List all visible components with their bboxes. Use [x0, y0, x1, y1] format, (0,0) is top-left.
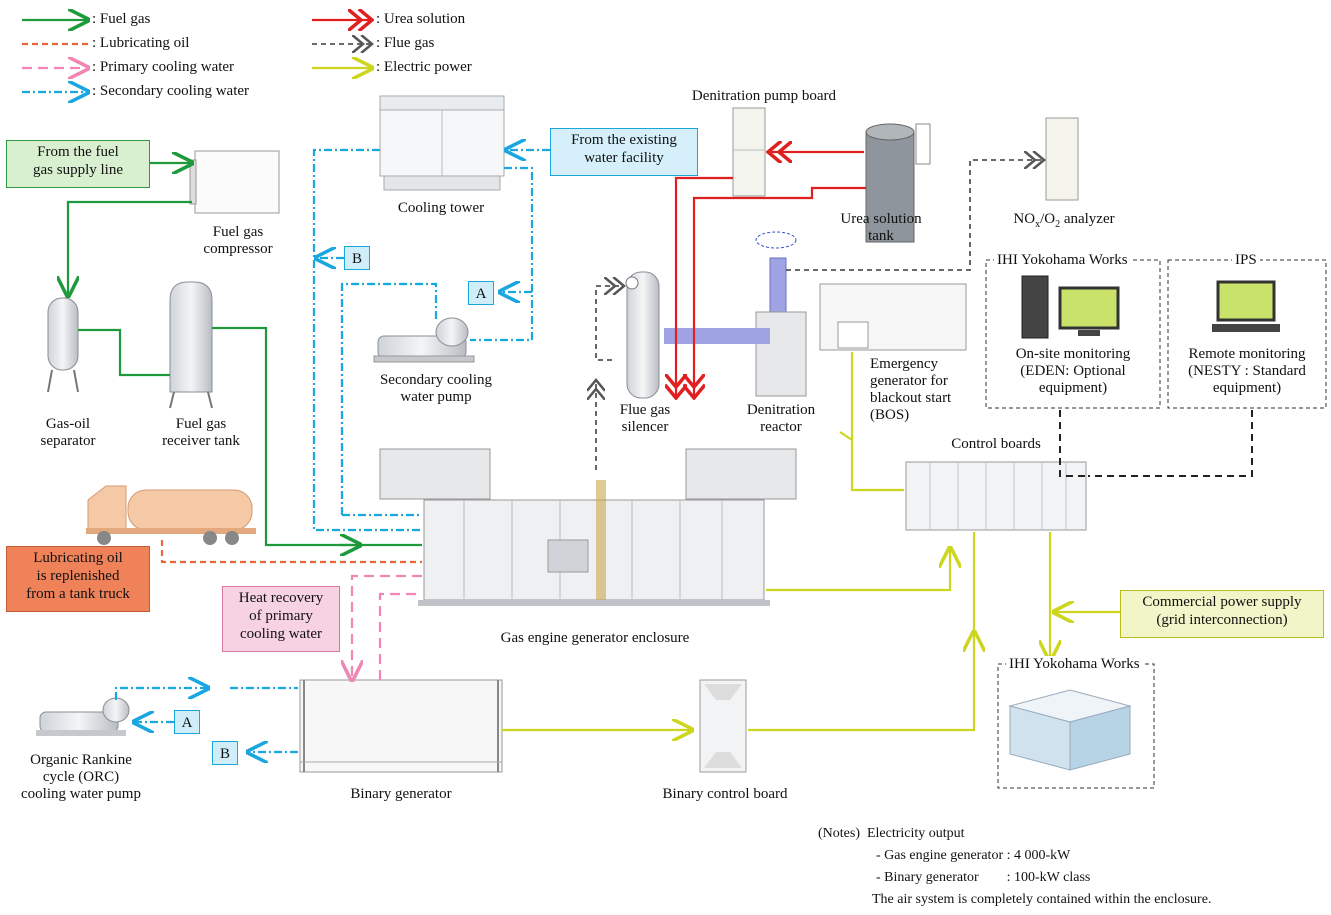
- legend-urea: : Urea solution: [376, 11, 466, 27]
- legend-fuel-gas: : Fuel gas: [92, 11, 151, 27]
- label-cooling-tower: Cooling tower: [397, 200, 485, 216]
- control-boards-icon: [905, 461, 1087, 531]
- marker-b-lower: B: [212, 741, 238, 765]
- denitration-pump-board-icon: [732, 107, 766, 197]
- callout-heat-recovery: Heat recovery of primary cooling water: [222, 586, 340, 652]
- urea-solution-flow: [676, 152, 866, 398]
- exhaust-cloud-icon: [755, 231, 797, 249]
- label-gas-engine-enclosure: Gas engine generator enclosure: [500, 630, 690, 646]
- label-fuel-gas-receiver-tank: Fuel gas receiver tank: [162, 416, 240, 449]
- onsite-monitor-icon: [1021, 275, 1120, 339]
- legend-secondary-cooling: : Secondary cooling water: [92, 83, 250, 99]
- fuel-gas-receiver-tank-icon: [169, 281, 213, 409]
- fuel-gas-flow: [68, 163, 422, 545]
- legend-lubricating-oil: : Lubricating oil: [92, 35, 190, 51]
- electric-power-flow: [502, 352, 1120, 730]
- legend-flue-gas: : Flue gas: [376, 35, 435, 51]
- label-urea-tank: Urea solution tank: [840, 211, 922, 244]
- remote-monitor-icon: [1212, 280, 1280, 332]
- binary-generator-icon: [299, 679, 503, 773]
- notes-line-3: The air system is completely contained w…: [872, 892, 1212, 907]
- label-denitration-pump-board: Denitration pump board: [691, 88, 837, 104]
- label-ihi-yokohama-works: IHI Yokohama Works: [1006, 656, 1143, 673]
- fuel-gas-compressor-icon: [189, 150, 280, 214]
- label-fuel-gas-compressor: Fuel gas compressor: [203, 224, 273, 257]
- callout-fuel-gas-supply: From the fuel gas supply line: [6, 140, 150, 188]
- notes-line-2: - Binary generator : 100-kW class: [876, 870, 1091, 885]
- nox-analyzer-icon: [1045, 117, 1079, 201]
- label-ips: IPS: [1232, 252, 1260, 269]
- urea-tank-icon: [865, 123, 931, 243]
- notes-heading: (Notes) Electricity output: [818, 826, 965, 841]
- marker-a-upper: A: [468, 281, 494, 305]
- callout-lubricating-oil: Lubricating oil is replenished from a ta…: [6, 546, 150, 612]
- label-binary-control-board: Binary control board: [662, 786, 788, 802]
- label-secondary-cooling-pump: Secondary cooling water pump: [379, 372, 493, 405]
- gas-oil-separator-icon: [47, 297, 79, 393]
- label-gas-oil-separator: Gas-oil separator: [40, 416, 96, 449]
- label-ihi-yokohama-onsite: IHI Yokohama Works: [994, 252, 1131, 269]
- flue-gas-flow: [596, 160, 1044, 470]
- legend-lines: [22, 20, 372, 92]
- orc-pump-icon: [36, 697, 130, 736]
- cooling-tower-icon: [379, 95, 505, 191]
- tank-truck-icon: [86, 485, 256, 545]
- monitoring-signal-lines: [1059, 410, 1253, 477]
- label-control-boards: Control boards: [951, 436, 1041, 452]
- callout-existing-water: From the existing water facility: [550, 128, 698, 176]
- label-binary-generator: Binary generator: [350, 786, 452, 802]
- flue-gas-silencer-icon: [625, 271, 660, 399]
- marker-a-lower: A: [174, 710, 200, 734]
- emergency-generator-icon: [819, 283, 967, 351]
- label-orc-pump: Organic Rankine cycle (ORC) cooling wate…: [21, 752, 141, 802]
- secondary-cooling-flow: [114, 150, 550, 752]
- label-emergency-generator: Emergency generator for blackout start (…: [870, 356, 952, 423]
- label-nox-analyzer: NOx/O2 analyzer: [1013, 211, 1115, 230]
- ihi-building-icon: [1008, 689, 1132, 771]
- denitration-reactor-icon: [664, 257, 807, 397]
- label-denitration-reactor: Denitration reactor: [746, 402, 816, 435]
- lubricating-oil-flow: [160, 540, 422, 564]
- label-remote-monitoring: Remote monitoring (NESTY : Standard equi…: [1188, 346, 1306, 396]
- notes-line-1: - Gas engine generator : 4 000-kW: [876, 848, 1071, 863]
- primary-cooling-flow: [352, 574, 422, 680]
- callout-commercial-power: Commercial power supply (grid interconne…: [1120, 590, 1324, 638]
- secondary-cooling-pump-icon: [373, 317, 475, 363]
- marker-b-upper: B: [344, 246, 370, 270]
- label-flue-gas-silencer: Flue gas silencer: [619, 402, 671, 435]
- binary-control-board-icon: [699, 679, 747, 773]
- label-onsite-monitoring: On-site monitoring (EDEN: Optional equip…: [1015, 346, 1131, 396]
- legend-primary-cooling: : Primary cooling water: [92, 59, 235, 75]
- gas-engine-enclosure-icon: [379, 448, 797, 606]
- legend-electric-power: : Electric power: [376, 59, 472, 75]
